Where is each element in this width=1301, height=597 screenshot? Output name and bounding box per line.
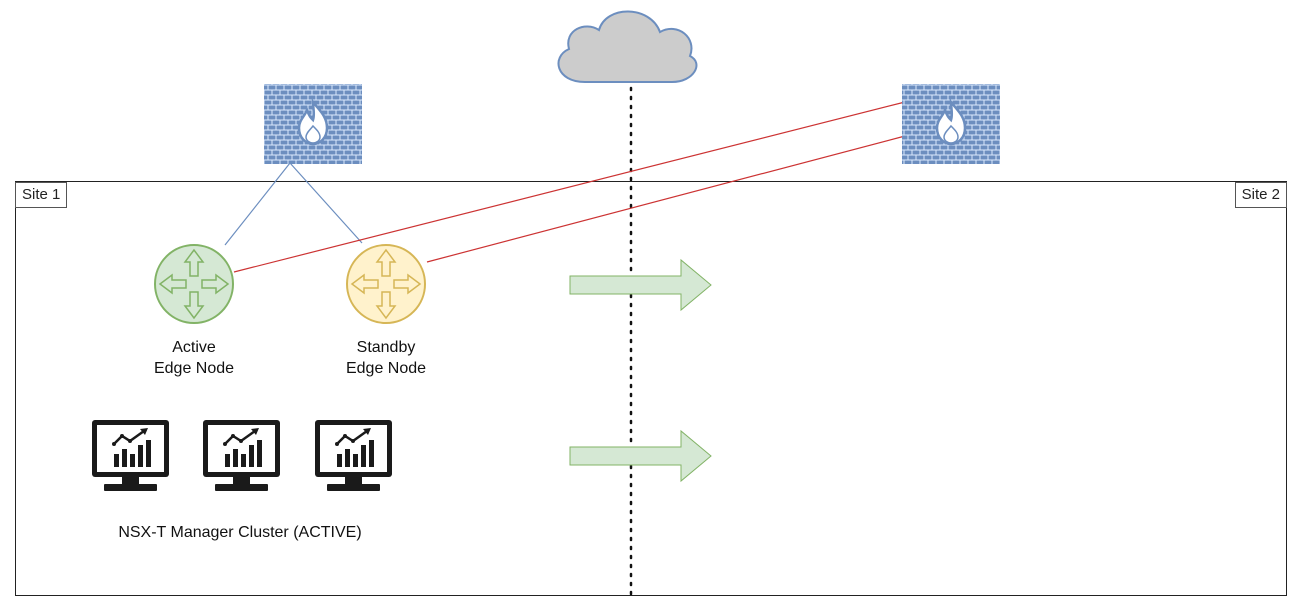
active-edge-line1: Active bbox=[172, 339, 216, 356]
firewall-icon bbox=[264, 84, 362, 164]
active-edge-line2: Edge Node bbox=[153, 360, 235, 377]
monitor-chart-icon bbox=[90, 418, 171, 493]
site-2-label: Site 2 bbox=[1234, 182, 1287, 208]
standby-remote-link bbox=[426, 135, 906, 263]
monitor-chart-icon bbox=[313, 418, 394, 493]
arrow-right-icon bbox=[569, 258, 712, 312]
standby-uplink-line bbox=[289, 162, 363, 244]
site-1-label: Site 1 bbox=[15, 182, 68, 208]
cloud-icon bbox=[557, 10, 698, 83]
active-uplink-line bbox=[224, 162, 291, 246]
monitor-chart-icon bbox=[201, 418, 282, 493]
standby-edge-line2: Edge Node bbox=[345, 360, 427, 377]
standby-edge-node-label: Standby Edge Node bbox=[326, 337, 446, 379]
router-icon bbox=[346, 244, 426, 324]
site-boundary bbox=[15, 181, 1287, 596]
router-icon bbox=[154, 244, 234, 324]
standby-edge-line1: Standby bbox=[356, 339, 416, 356]
arrow-right-icon bbox=[569, 429, 712, 483]
firewall-icon bbox=[902, 84, 1000, 164]
active-edge-node-label: Active Edge Node bbox=[134, 337, 254, 379]
active-remote-link bbox=[233, 101, 906, 273]
manager-cluster-label: NSX-T Manager Cluster (ACTIVE) bbox=[118, 524, 362, 541]
